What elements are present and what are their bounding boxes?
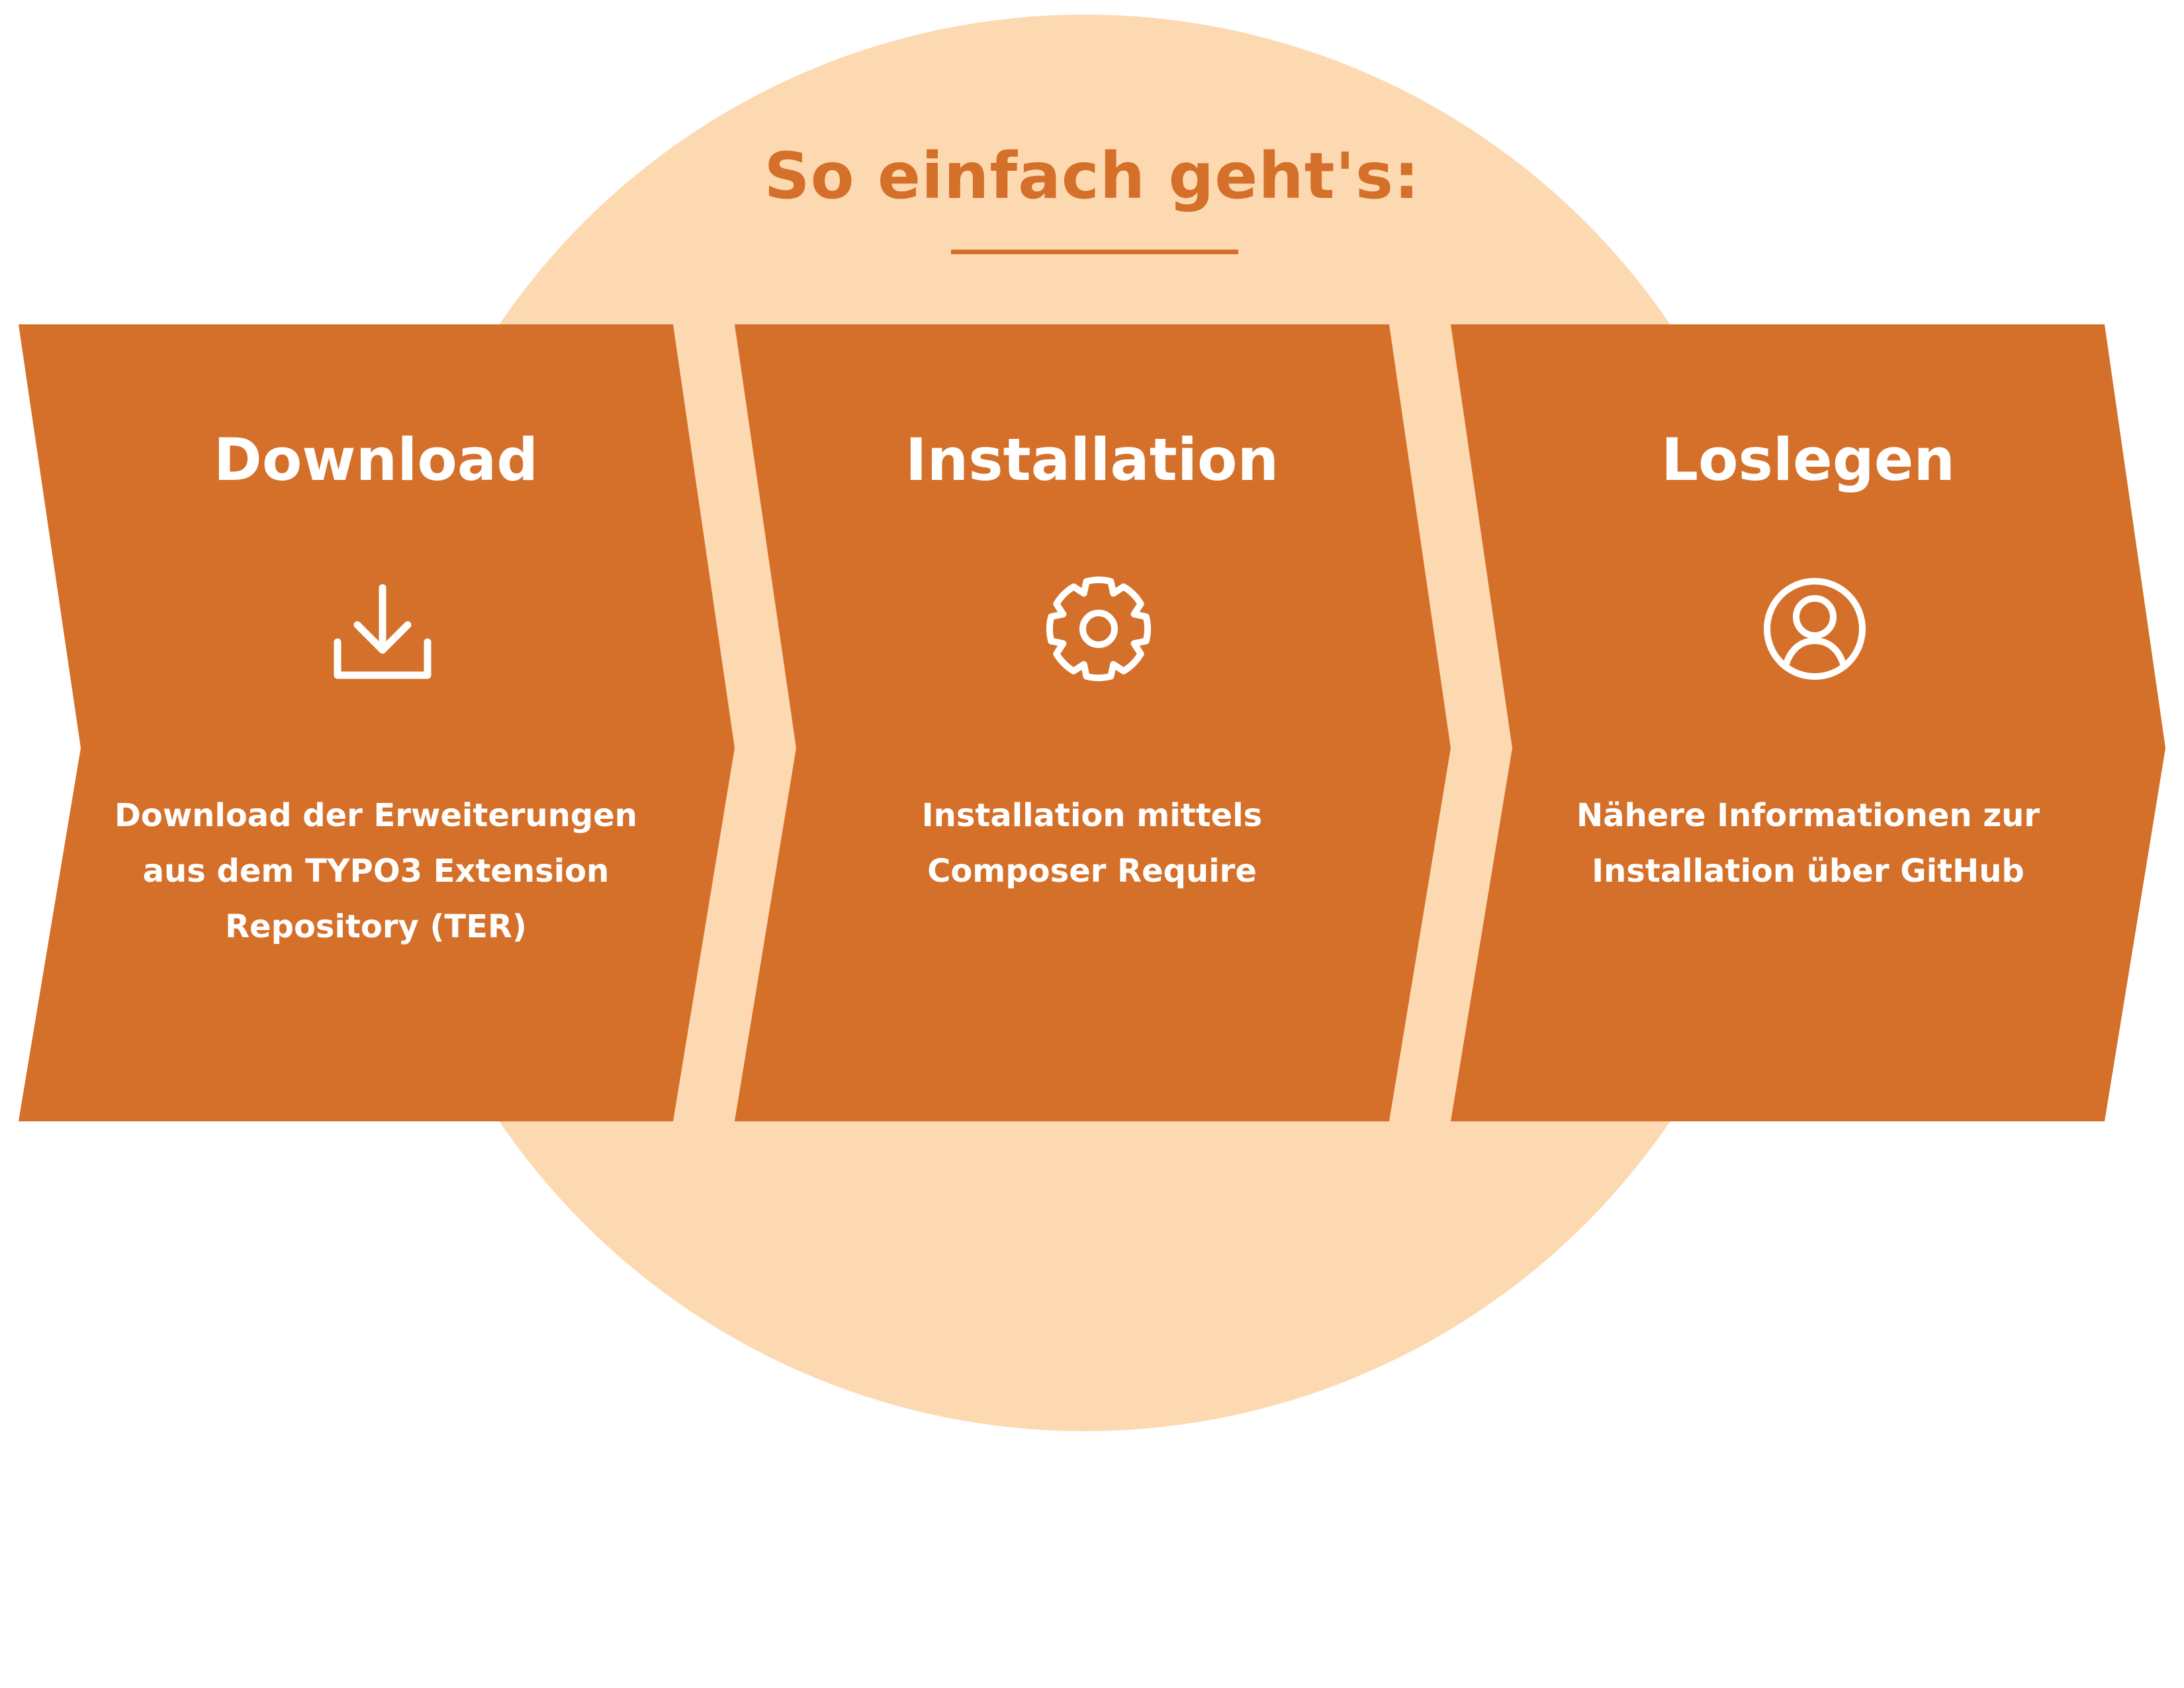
step-description: Download der Erweiterungen aus dem TYPO3… (114, 797, 637, 945)
steps-row: Download Download der Erweiterungen aus … (19, 324, 2165, 1121)
step-description: Nähere Informationen zur Installation üb… (1576, 797, 2040, 890)
step-title: Download (213, 426, 539, 494)
step-shape-download (19, 324, 735, 1121)
gear-icon (1046, 576, 1152, 682)
step-title: Installation (905, 426, 1279, 494)
download-icon (330, 576, 435, 682)
step-shape-loslegen (1451, 324, 2165, 1121)
user-circle-icon (1762, 576, 1868, 682)
step-shape-installation (735, 324, 1451, 1121)
step-description: Installation mittels Composer Require (921, 797, 1263, 890)
page-title: So einfach geht's: (764, 139, 1420, 213)
title-underline (951, 250, 1238, 254)
step-title: Loslegen (1661, 426, 1956, 494)
